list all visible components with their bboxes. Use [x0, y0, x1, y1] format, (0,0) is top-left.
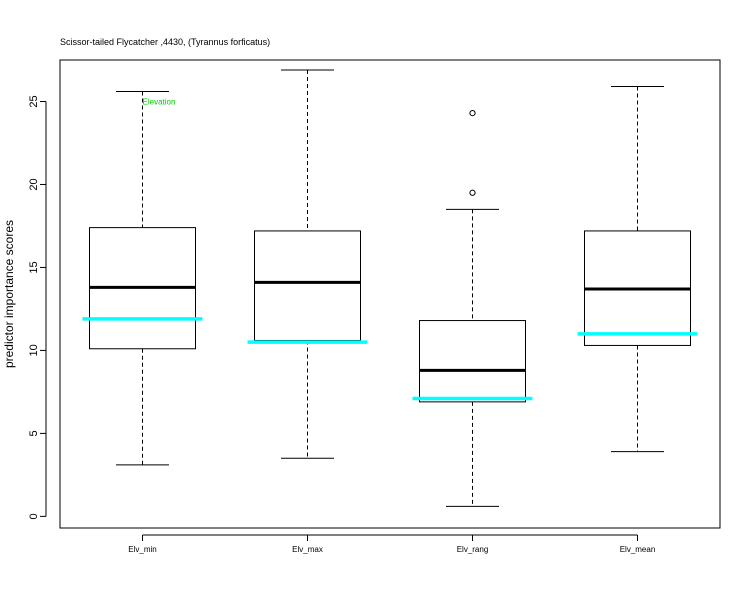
outlier-point [469, 110, 476, 117]
y-axis-label: predictor importance scores [2, 220, 16, 368]
boxes-layer [82, 69, 698, 507]
box-iqr [254, 230, 361, 341]
box-iqr [419, 320, 526, 403]
x-tick-label: Elv_rang [457, 545, 489, 554]
y-tick-label: 0 [28, 513, 40, 519]
y-tick-label: 10 [28, 344, 40, 356]
y-tick-label: 25 [28, 95, 40, 107]
chart-title: Scissor-tailed Flycatcher ,4430, (Tyrann… [60, 37, 270, 47]
y-tick-label: 15 [28, 261, 40, 273]
x-tick-label: Elv_max [292, 545, 323, 554]
y-tick-label: 20 [28, 178, 40, 190]
y-axis: 0 5 10 15 20 25 [28, 95, 47, 519]
annotation-label: Elevation [143, 97, 176, 106]
plot-frame [59, 59, 721, 529]
x-tick-label: Elv_min [128, 545, 156, 554]
outlier-point [469, 189, 476, 196]
y-tick-label: 5 [28, 430, 40, 436]
x-tick-label: Elv_mean [620, 545, 656, 554]
annotations-layer: Elevation [143, 97, 176, 106]
x-axis: Elv_min Elv_max Elv_rang Elv_mean [128, 534, 656, 554]
